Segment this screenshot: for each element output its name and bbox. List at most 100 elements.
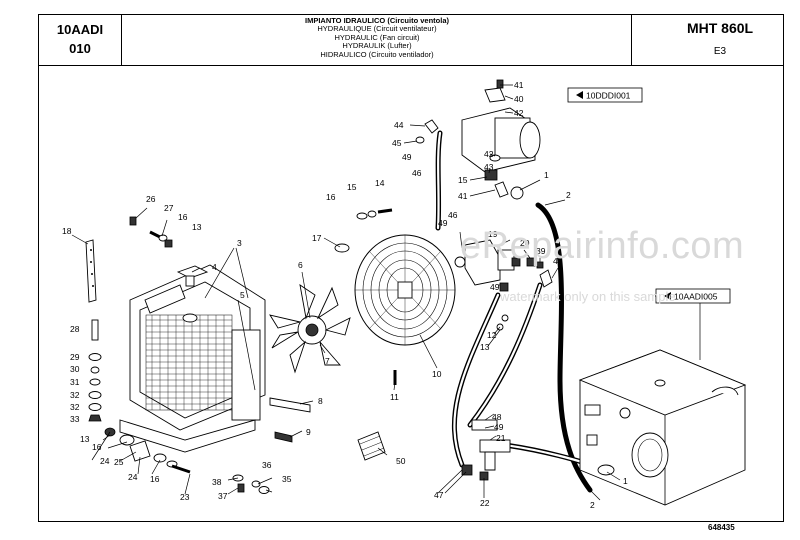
- callout: 18: [62, 226, 72, 236]
- hose-2: [535, 202, 593, 493]
- pointer-arrow-icon: [576, 91, 583, 99]
- callout: 38: [212, 477, 222, 487]
- ref-sub: 010: [69, 41, 91, 56]
- pointer-arrow-icon: [664, 292, 671, 300]
- title-de: HYDRAULIK (Lufter): [342, 41, 412, 51]
- model-cell: MHT 860L E3: [670, 14, 784, 66]
- callout: 23: [180, 492, 190, 502]
- ref-box-tank[interactable]: 10AADI005: [655, 288, 731, 304]
- bolt-stack-bottom-mid: [232, 474, 270, 494]
- elbow-44: [415, 119, 439, 144]
- callout: 49: [438, 218, 448, 228]
- callout: 20: [520, 238, 530, 248]
- hose-48: [467, 282, 543, 428]
- callout: 32: [70, 402, 80, 412]
- callout: 15: [347, 182, 357, 192]
- callout: 24: [100, 456, 110, 466]
- model-variant: E3: [713, 46, 727, 57]
- callout: 6: [298, 260, 303, 270]
- callout: 16: [326, 192, 336, 202]
- title-cell: IMPIANTO IDRAULICO (Circuito ventola) HY…: [122, 14, 632, 66]
- seal-strip-8: [269, 397, 311, 413]
- callout: 7: [325, 356, 330, 366]
- callout: 13: [480, 342, 490, 352]
- callout: 29: [70, 352, 80, 362]
- callout: 31: [70, 377, 80, 387]
- drawing-number: 648435: [708, 523, 735, 532]
- callout: 21: [496, 433, 506, 443]
- callout: 49: [494, 422, 504, 432]
- callout: 41: [458, 191, 468, 201]
- title-list: IMPIANTO IDRAULICO (Circuito ventola) HY…: [122, 16, 632, 59]
- hydraulic-pump: [461, 79, 541, 200]
- ref-code: 10AADI: [56, 22, 104, 37]
- callout: 48: [553, 256, 563, 266]
- callout: 30: [70, 364, 80, 374]
- callout: 22: [480, 498, 490, 508]
- callout: 17: [312, 233, 322, 243]
- title-block: 10AADI 010 IMPIANTO IDRAULICO (Circuito …: [38, 14, 784, 66]
- bolt-stack-fan: [356, 208, 393, 220]
- callout: 50: [396, 456, 406, 466]
- callout: 9: [306, 427, 311, 437]
- ref-label-pump: 10DDDI001: [586, 91, 631, 101]
- callout: 46: [412, 168, 422, 178]
- ref-cell: 10AADI 010: [38, 14, 122, 66]
- bolt-stack-bottom: [104, 427, 191, 474]
- radiator-cap: [182, 313, 198, 323]
- hydraulic-tank: [578, 349, 747, 506]
- callout: 13: [192, 222, 202, 232]
- callout: 41: [514, 80, 524, 90]
- callout: 13: [80, 434, 90, 444]
- callout: 40: [514, 94, 524, 104]
- radiator-frame-base: [119, 419, 256, 453]
- hose-group: [435, 130, 608, 493]
- callout: 47: [434, 490, 444, 500]
- callout: 37: [218, 491, 228, 501]
- callout: 49: [490, 282, 500, 292]
- model-name: MHT 860L: [686, 20, 754, 36]
- callout: 3: [237, 238, 242, 248]
- callout: 48: [492, 412, 502, 422]
- title-en: HYDRAULIC (Fan circuit): [334, 32, 420, 42]
- callout: 10: [432, 369, 442, 379]
- title-fr: HYDRAULIQUE (Circuit ventilateur): [317, 24, 437, 34]
- watermark-main: eRepairinfo.com: [460, 225, 745, 267]
- callout: 8: [318, 396, 323, 406]
- bolt-stack-top: [129, 216, 173, 248]
- callout: 42: [514, 108, 524, 118]
- hose-49: [451, 292, 501, 468]
- callout: 1: [544, 170, 549, 180]
- fan-guard: [354, 234, 456, 346]
- callout: 16: [150, 474, 160, 484]
- callout: 36: [262, 460, 272, 470]
- callout: 32: [70, 390, 80, 400]
- ref-label-tank: 10AADI005: [674, 292, 718, 302]
- callout: 49: [402, 152, 412, 162]
- callout: 35: [282, 474, 292, 484]
- callout: 42: [484, 149, 494, 159]
- hydraulic-motor: [454, 239, 521, 286]
- callout: 46: [448, 210, 458, 220]
- callout: 26: [146, 194, 156, 204]
- callout: 33: [70, 414, 80, 424]
- callout: 12: [487, 330, 497, 340]
- callout: 28: [70, 324, 80, 334]
- callout: 15: [458, 175, 468, 185]
- strip-18: [85, 239, 97, 303]
- fan-blades: [269, 284, 351, 374]
- watermark-sub: watermark only on this sample: [500, 289, 676, 304]
- motor-fittings: [496, 257, 553, 331]
- callout: 11: [390, 392, 399, 402]
- radiator-side-tank: [231, 329, 261, 421]
- ref-box-pump[interactable]: 10DDDI001: [567, 87, 643, 103]
- callout: 5: [240, 290, 245, 300]
- callout: 27: [164, 203, 174, 213]
- callout: 45: [392, 138, 402, 148]
- drawing-frame: [38, 14, 784, 522]
- callout: 43: [484, 162, 494, 172]
- callout: 24: [128, 472, 138, 482]
- callout: 14: [375, 178, 385, 188]
- callout: 4: [212, 262, 217, 272]
- callout: 39: [536, 246, 546, 256]
